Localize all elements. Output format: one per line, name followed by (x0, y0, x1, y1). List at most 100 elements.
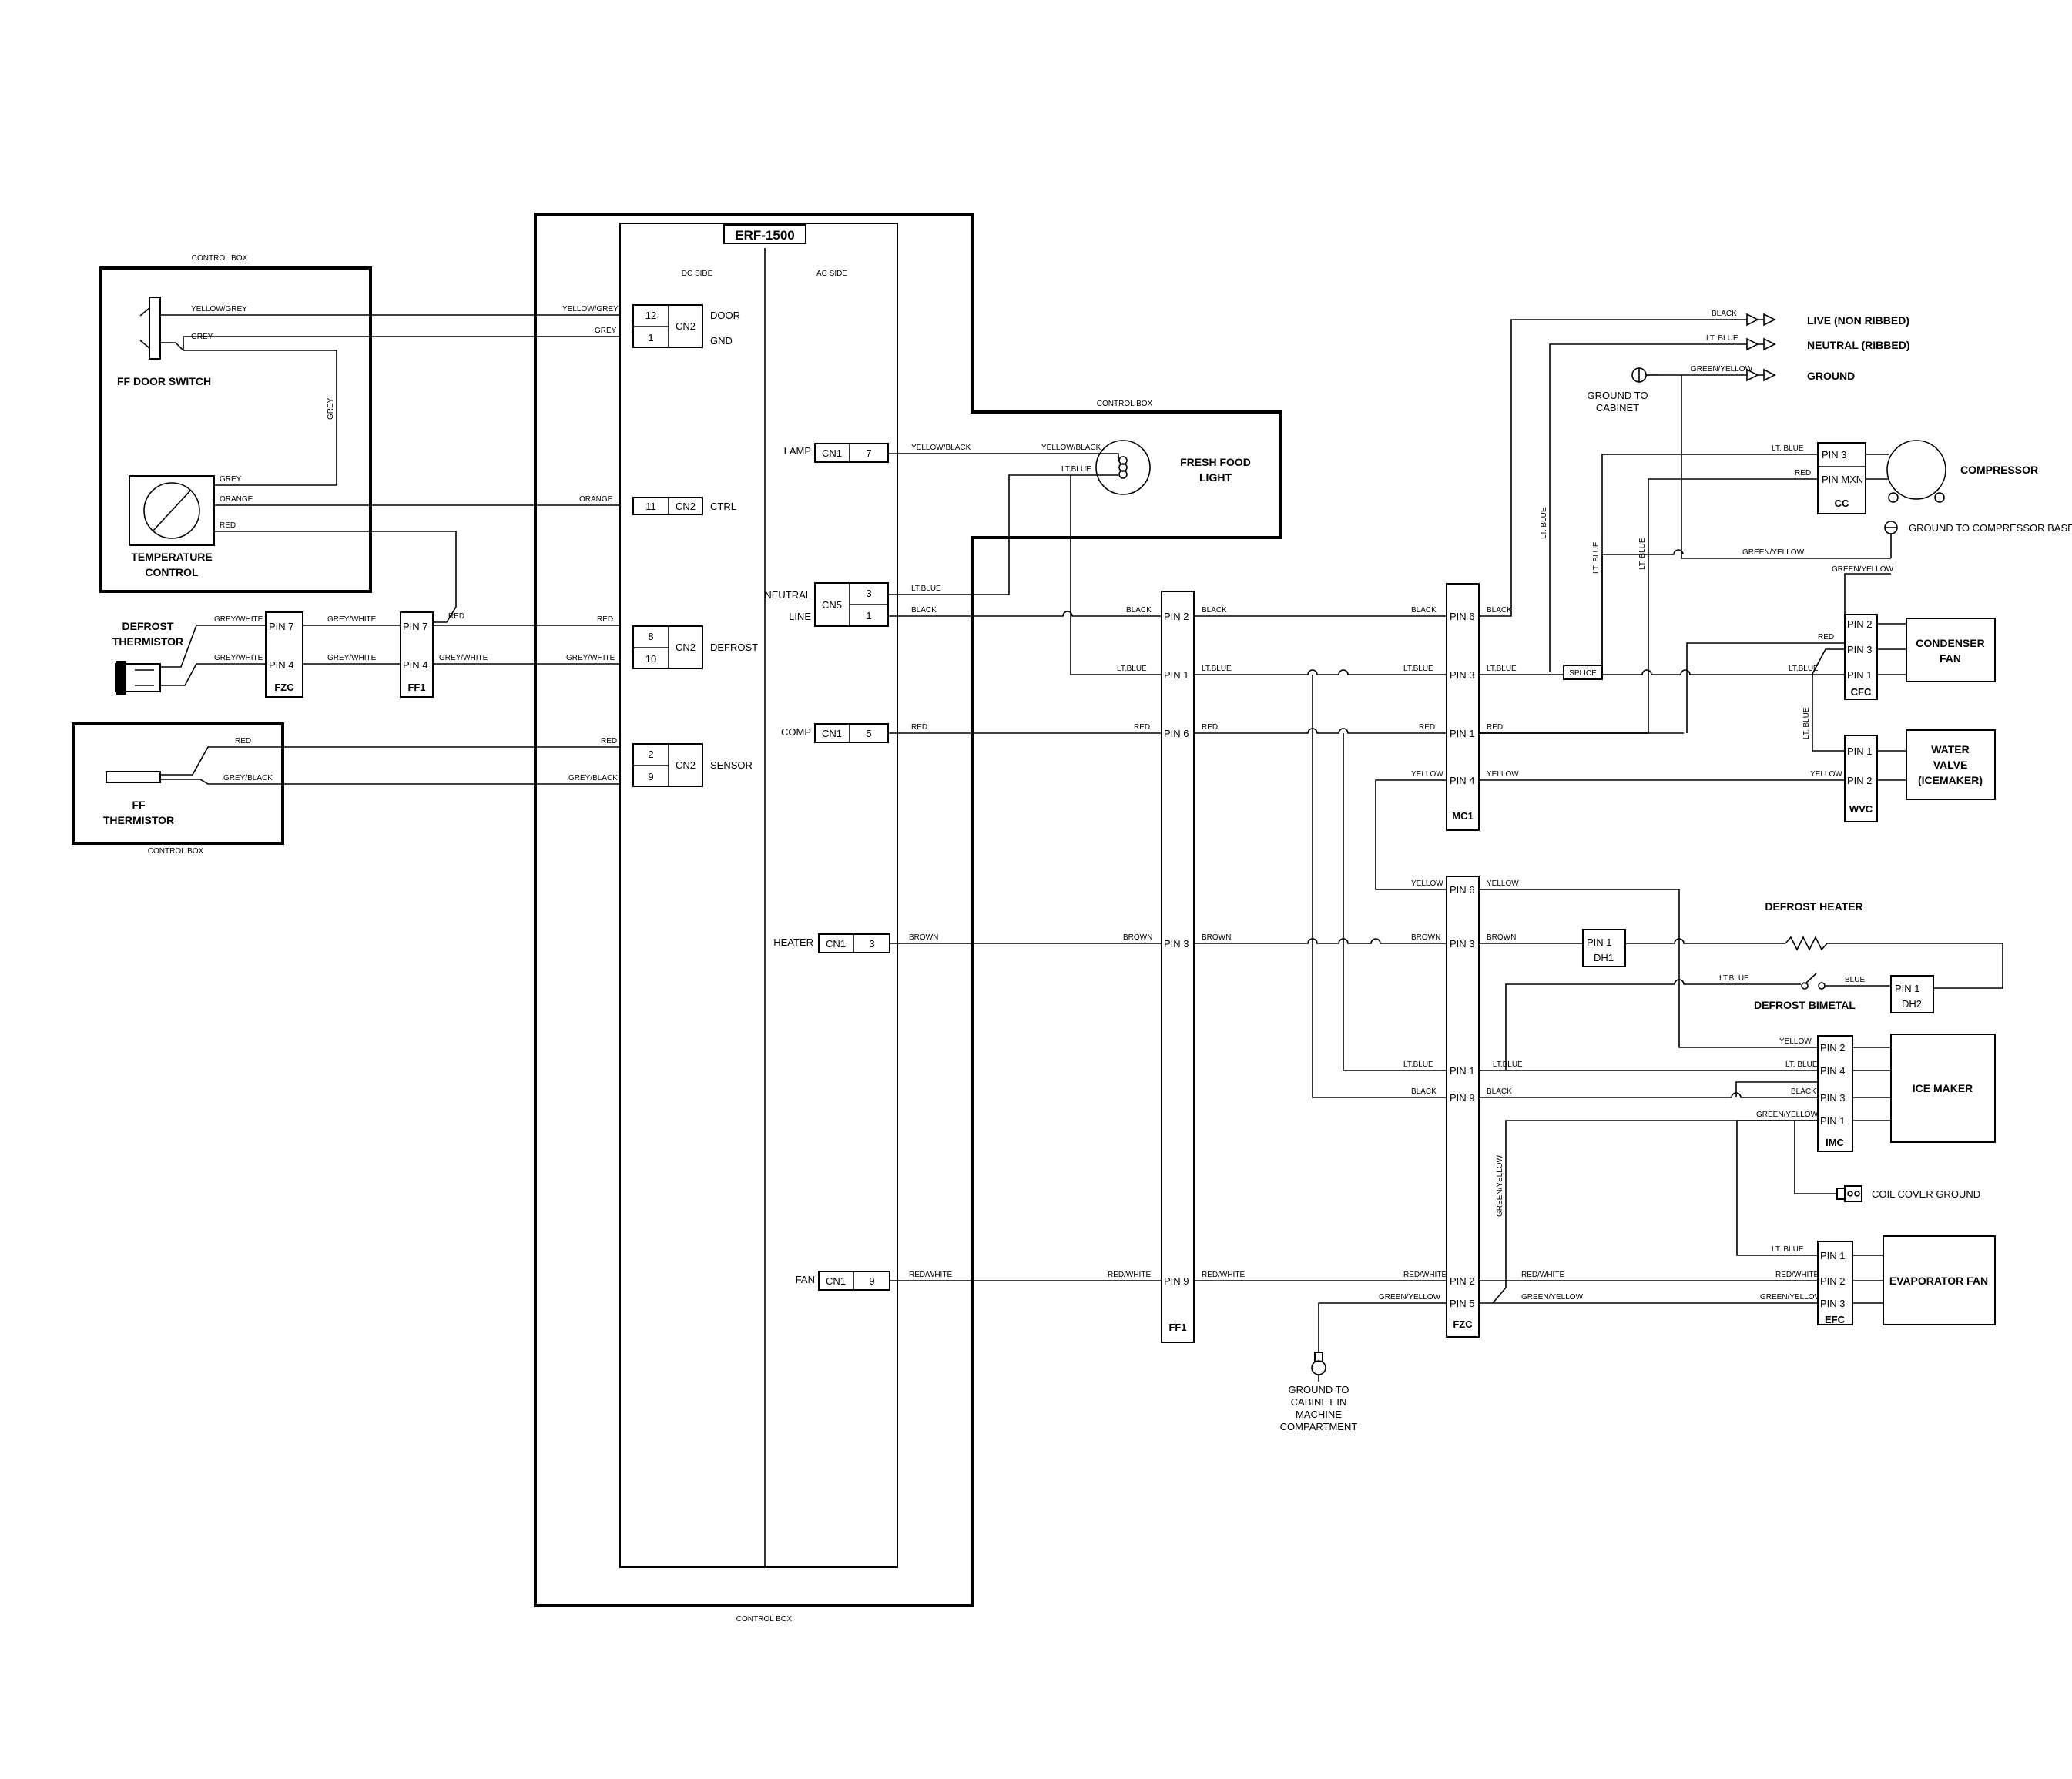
harness-pin: PIN 4 (1820, 1065, 1846, 1077)
harness-pin: PIN 3 (1450, 938, 1475, 950)
svg-text:8: 8 (648, 631, 653, 642)
wire-label: GREEN/YELLOW (1691, 365, 1753, 374)
wire-label: GREY/WHITE (214, 615, 263, 624)
wire-label: RED/WHITE (1403, 1271, 1447, 1279)
wire-label: GREEN/YELLOW (1521, 1293, 1584, 1302)
temperature-control-icon (129, 475, 215, 546)
cabinet-ground-label: CABINET (1596, 402, 1639, 414)
wire-label: GREY (327, 397, 335, 420)
wire-label: GREY/WHITE (327, 615, 377, 624)
wire-black-imc (1479, 1092, 1818, 1098)
ac-connector-lamp: LAMP CN1 7 (784, 443, 889, 463)
fresh-food-light-label-2: LIGHT (1199, 471, 1232, 484)
svg-text:3: 3 (869, 938, 874, 950)
evaporator-fan-label: EVAPORATOR FAN (1889, 1275, 1988, 1287)
harness-name: FZC (274, 682, 294, 693)
wire-label: RED (1818, 633, 1834, 642)
erf-1500-board (619, 223, 898, 1568)
defrost-thermistor-icon (115, 661, 161, 695)
wire-label: LT.BLUE (1202, 665, 1232, 673)
wire-label: GREY/WHITE (214, 654, 263, 662)
svg-text:DOOR: DOOR (710, 310, 740, 321)
wire-label: BLUE (1845, 976, 1865, 984)
cabinet-ground-label: GROUND TO (1588, 390, 1648, 401)
condenser-fan-label: CONDENSER (1916, 637, 1984, 649)
wire-segment (1625, 938, 1785, 944)
dc-connector-door: 12 1 CN2 DOOR GND (632, 304, 740, 348)
ground-label: GROUND (1807, 370, 1855, 382)
wire-lt-blue-lamp (888, 474, 1118, 595)
wire-label: GREEN/YELLOW (1760, 1293, 1822, 1302)
svg-text:10: 10 (645, 653, 656, 665)
wire-label: YELLOW (1411, 770, 1443, 779)
wire-yellow-black (888, 453, 1119, 461)
wire-label: RED/WHITE (1775, 1271, 1819, 1279)
wire-label: LT. BLUE (1785, 1060, 1818, 1069)
wire-label: YELLOW (1779, 1037, 1812, 1046)
harness-pin: PIN 2 (1820, 1042, 1846, 1054)
svg-text:9: 9 (648, 771, 653, 782)
wire-red-temp (214, 531, 457, 623)
defrost-bimetal-label: DEFROST BIMETAL (1754, 999, 1856, 1011)
wire-green-yellow-coil (1794, 1120, 1837, 1194)
compressor-label: COMPRESSOR (1960, 464, 2038, 476)
svg-text:CN1: CN1 (822, 728, 842, 739)
cabinet-ground-icon (1631, 367, 1658, 383)
water-valve-label: WATER (1931, 743, 1970, 755)
wire-label: YELLOW (1487, 770, 1519, 779)
harness-pin: PIN 7 (403, 621, 428, 632)
ice-maker-label: ICE MAKER (1913, 1082, 1973, 1094)
defrost-heater-label: DEFROST HEATER (1765, 900, 1862, 913)
svg-text:CN1: CN1 (826, 1275, 846, 1287)
fzc-harness (1446, 876, 1480, 1338)
harness-pin: PIN 3 (1820, 1298, 1846, 1309)
wire-brown-ff1-fzc (1194, 938, 1447, 944)
harness-name: EFC (1825, 1314, 1846, 1325)
svg-text:CN1: CN1 (822, 447, 842, 459)
dh1-harness (1582, 929, 1626, 967)
wire-label: GREY (220, 475, 242, 484)
harness-pin: PIN 2 (1164, 611, 1189, 622)
harness-pin: PIN 9 (1450, 1092, 1475, 1104)
harness-pin: PIN 1 (1847, 669, 1873, 681)
wire-green-yellow-comp-base (1681, 375, 1891, 559)
compressor-base-ground-label: GROUND TO COMPRESSOR BASE (1909, 522, 2072, 534)
harness-name: DH1 (1594, 952, 1614, 963)
wire-lt-blue-neutral (1549, 343, 1747, 672)
svg-text:CN2: CN2 (676, 320, 696, 332)
wire-red-comp-main (1479, 478, 1818, 734)
wire-label: LT. BLUE (1592, 541, 1601, 574)
wire-yellow-mc1-fzc (1375, 779, 1447, 890)
ac-connector-comp: COMP CN1 5 (781, 723, 889, 743)
wire-red-cfc (1686, 642, 1845, 733)
svg-text:9: 9 (869, 1275, 874, 1287)
svg-text:LAMP: LAMP (784, 445, 811, 457)
wire-grey-loop (160, 342, 337, 486)
wire-black-fzc9 (1312, 675, 1447, 1098)
wire-yellow-imc (1678, 943, 1818, 1048)
machine-ground-label: MACHINE (1296, 1409, 1342, 1420)
wire-label: LT.BLUE (1061, 465, 1091, 474)
harness-name: CFC (1851, 686, 1872, 698)
svg-text:12: 12 (645, 310, 656, 321)
wire-label: GREEN/YELLOW (1742, 548, 1805, 557)
wire-lt-blue-comp-v (1601, 549, 1684, 670)
condenser-fan-box (1906, 618, 1996, 682)
wire-label: BLACK (1712, 310, 1737, 318)
wire-lt-blue-wvc (1812, 648, 1845, 752)
harness-pin: PIN 6 (1450, 611, 1475, 622)
water-valve-label: (ICEMAKER) (1918, 774, 1983, 786)
wire-label: LT. BLUE (1706, 334, 1738, 343)
wire-label: GREY/BLACK (223, 774, 273, 782)
wire-label: LT.BLUE (1789, 665, 1819, 673)
wire-green-yellow-ground (1318, 1302, 1447, 1346)
wire-label: LT.BLUE (1117, 665, 1147, 673)
wire-label: GREEN/YELLOW (1496, 1154, 1504, 1217)
wire-segment (303, 625, 401, 665)
svg-text:2: 2 (648, 749, 653, 760)
harness-pin: PIN 1 (1450, 1065, 1475, 1077)
svg-text:3: 3 (866, 588, 871, 599)
wire-black-live (1479, 319, 1747, 617)
wire-label: BROWN (1487, 933, 1516, 942)
wire-grey-white-1 (160, 625, 266, 668)
